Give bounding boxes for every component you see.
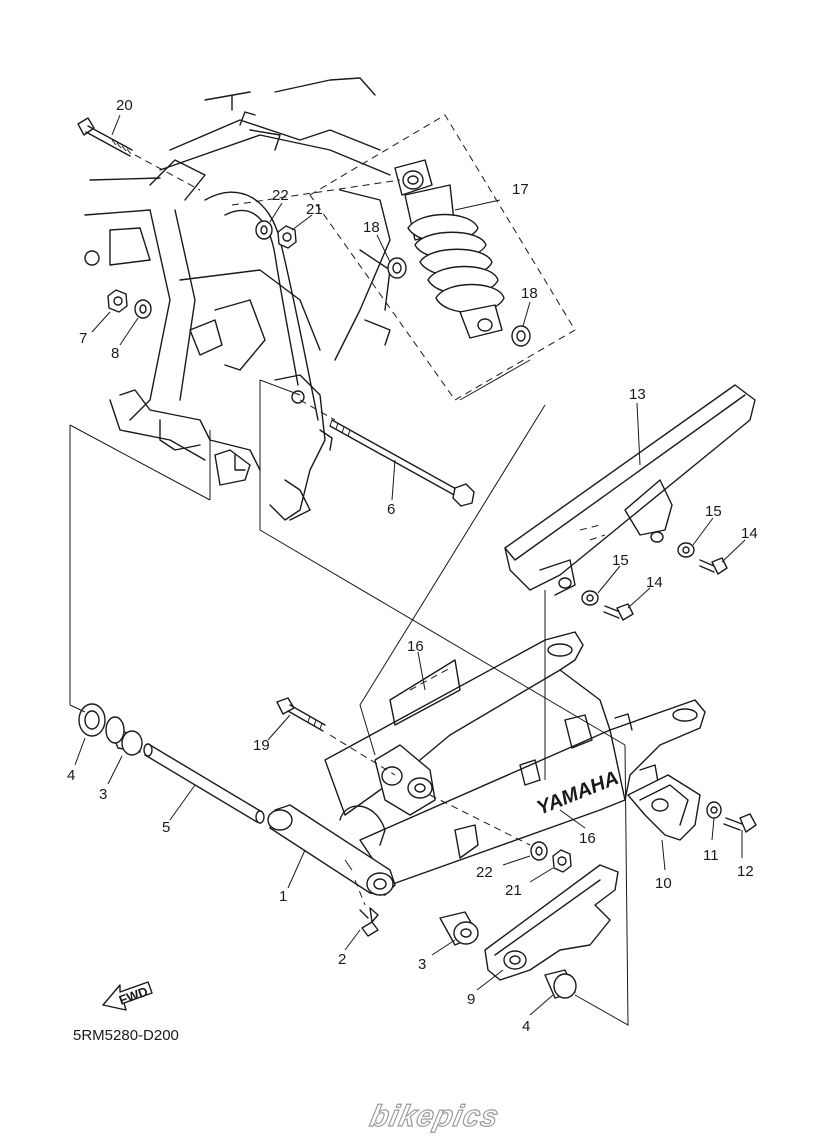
callout-18-left: 18 (363, 219, 380, 236)
callout-6: 6 (387, 501, 395, 518)
callout-4-upper: 4 (67, 767, 75, 784)
callout-14-upper: 14 (741, 525, 758, 542)
bolt-12 (723, 813, 757, 833)
callout-8: 8 (111, 345, 119, 362)
callout-9: 9 (467, 991, 475, 1008)
callout-leaders (74, 114, 746, 1016)
diagram-code: 5RM5280-D200 (73, 1027, 179, 1044)
chain-puller-10 (627, 774, 701, 841)
pivot-shaft-6 (299, 399, 475, 507)
washer-11 (706, 801, 722, 819)
swingarm-1 (267, 631, 706, 937)
bushing-4-lower (544, 969, 577, 999)
callout-labels: 20 22 21 17 18 18 7 8 13 6 15 14 15 14 1… (67, 97, 758, 1035)
callout-15-upper: 15 (705, 503, 722, 520)
callout-16-upper: 16 (407, 638, 424, 655)
frame-drawing (84, 77, 391, 521)
callout-7: 7 (79, 330, 87, 347)
callout-18-right: 18 (521, 285, 538, 302)
callout-10: 10 (655, 875, 672, 892)
assembly-lines (69, 359, 629, 1026)
callout-22-lower: 22 (476, 864, 493, 881)
chain-guard-fasteners (581, 542, 728, 621)
callout-13: 13 (629, 386, 646, 403)
callout-15-lower: 15 (612, 552, 629, 569)
callout-12: 12 (737, 863, 754, 880)
washer-nut-upper (255, 220, 297, 249)
shaft-5 (143, 743, 265, 824)
callout-14-lower: 14 (646, 574, 663, 591)
bushing-4-upper (78, 703, 106, 737)
collar-3-lower (439, 911, 479, 946)
callout-21-lower: 21 (505, 882, 522, 899)
chain-guard-13 (504, 384, 756, 596)
callout-17: 17 (512, 181, 529, 198)
shock-absorber-17 (231, 114, 576, 401)
callout-3-lower: 3 (418, 956, 426, 973)
callout-21-upper: 21 (306, 201, 323, 218)
bikepics-watermark: bikepics (367, 1100, 502, 1133)
bolt-20 (77, 117, 201, 191)
callout-19: 19 (253, 737, 270, 754)
callout-22-upper: 22 (272, 187, 289, 204)
callout-5: 5 (162, 819, 170, 836)
callout-3-upper: 3 (99, 786, 107, 803)
bolt-19 (276, 697, 531, 846)
fwd-label: FWD (117, 984, 150, 1008)
callout-4-lower: 4 (522, 1018, 530, 1035)
callout-16-lower: 16 (579, 830, 596, 847)
collar-3-upper (105, 716, 143, 756)
callout-1: 1 (279, 888, 287, 905)
callout-20: 20 (116, 97, 133, 114)
fwd-arrow: FWD (102, 981, 153, 1011)
washer-nut-lower (530, 841, 572, 873)
nut-washer-7-8 (107, 289, 152, 319)
callout-11: 11 (703, 847, 719, 864)
callout-2: 2 (338, 951, 346, 968)
chain-slider-9 (484, 864, 619, 981)
